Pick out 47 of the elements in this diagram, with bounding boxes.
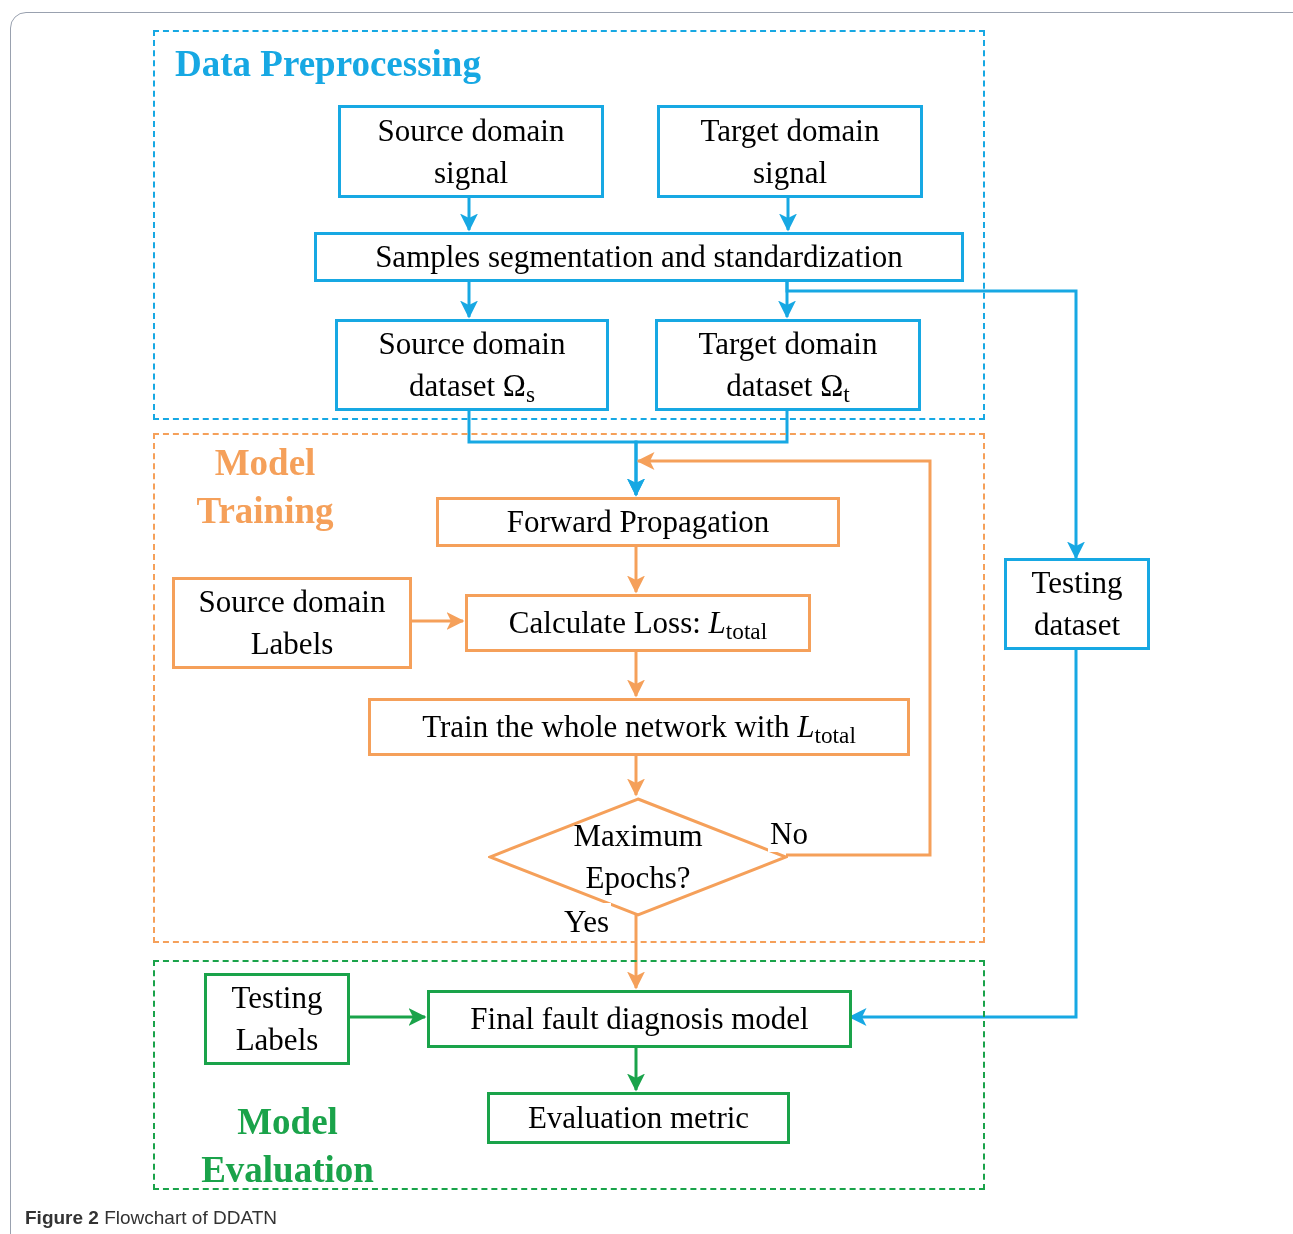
arrow <box>627 754 645 797</box>
box-label: Train the whole network with L$_{total}$ <box>422 708 856 748</box>
box-label: Evaluation metric <box>527 1099 750 1138</box>
dashed-group-frame <box>153 960 985 1190</box>
process-box <box>487 1092 790 1144</box>
process-box <box>338 105 604 198</box>
process-box <box>436 497 840 547</box>
arrow <box>779 196 797 232</box>
arrow <box>627 650 645 698</box>
arrow <box>348 1008 427 1026</box>
box-label: Calculate Loss: L$_{total}$ <box>508 604 768 644</box>
process-box <box>465 594 811 652</box>
process-box <box>1004 558 1150 650</box>
box-label: Source domain dataset Ω$_{s}$ <box>377 325 567 407</box>
group-title: Data Preprocessing <box>175 42 482 86</box>
box-label: Testing dataset <box>1030 564 1124 644</box>
box-label: Final fault diagnosis model <box>470 1000 809 1039</box>
group-title: Model Evaluation <box>200 1100 375 1193</box>
box-label: Samples segmentation and standardization <box>375 238 903 277</box>
box-label: Source domain signal <box>376 111 566 192</box>
figure-caption: Figure 2 Flowchart of DDATN <box>25 1206 277 1230</box>
process-box <box>368 698 910 756</box>
arrow <box>410 612 465 630</box>
box-label: Forward Propagation <box>506 503 770 542</box>
dashed-group-frame <box>153 433 985 943</box>
group-title: Model Training <box>195 441 335 534</box>
process-box <box>204 973 350 1065</box>
arrow <box>636 452 932 857</box>
box-label: Testing Labels <box>230 979 324 1059</box>
box-label: Target domain dataset Ω$_{t}$ <box>697 325 879 407</box>
process-box <box>172 577 412 669</box>
process-box <box>314 232 964 282</box>
arrow <box>627 545 645 594</box>
arrow <box>460 280 478 319</box>
arrow <box>627 1046 645 1092</box>
arrow <box>460 196 478 232</box>
arrow <box>627 915 645 990</box>
dashed-group-frame <box>153 30 985 420</box>
process-box <box>427 990 852 1048</box>
decision-label: Maximum Epochs? <box>572 817 704 897</box>
arrow <box>785 280 1085 560</box>
process-box <box>335 319 609 411</box>
arrow <box>627 409 789 497</box>
process-box <box>657 105 923 198</box>
box-label: Target domain signal <box>699 111 881 192</box>
process-box <box>655 319 921 411</box>
box-label: Source domain Labels <box>197 583 387 663</box>
